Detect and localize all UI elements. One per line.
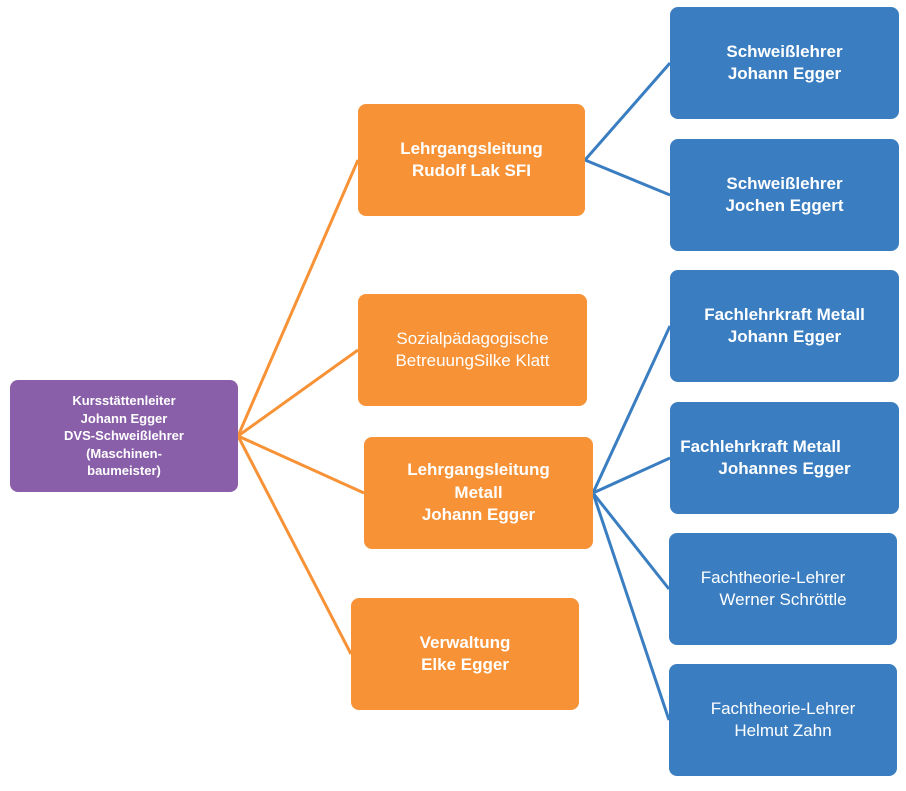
connector-lak-to-schweisslehrer-1 [583, 62, 672, 161]
node-line: Fachlehrkraft Metall [704, 304, 865, 324]
node-line: Johannes Egger [718, 459, 851, 478]
connector-lak-to-schweisslehrer-2 [584, 158, 671, 197]
root-line-5: baumeister) [87, 463, 161, 479]
node-line: Elke Egger [421, 655, 509, 674]
node-line: Werner Schröttle [719, 590, 847, 609]
root-line-3: DVS-Schweißlehrer [64, 428, 184, 444]
node-line: Lehrgangsleitung [407, 460, 550, 480]
node-line: Fachlehrkraft Metall [680, 436, 841, 456]
connector-metall-to-fachtheorie-2 [591, 492, 671, 721]
root-line-1: Kursstättenleiter [72, 393, 176, 409]
orange-connectors [236, 159, 365, 655]
root-line-2: Johann Egger [80, 410, 168, 426]
node-line: Helmut Zahn [734, 721, 832, 740]
node-line: Schweißlehrer [726, 41, 843, 61]
node-lehrgangsleitung-metall: Lehrgangsleitung Metall Johann Egger [364, 437, 593, 549]
connector-metall-to-fachlehrkraft-1 [591, 325, 672, 494]
node-line: Jochen Eggert [725, 196, 844, 215]
connector-root-to-verwaltung [236, 435, 353, 655]
connector-root-to-sozialpaedagogische [237, 348, 359, 438]
node-schweisslehrer-johann-egger: Schweißlehrer Johann Egger [670, 7, 899, 119]
blue-connectors [583, 62, 672, 721]
node-line: Johann Egger [421, 505, 536, 525]
node-line: Verwaltung [419, 632, 511, 652]
root-node-kursstaettenleiter: Kursstättenleiter Johann Egger DVS-Schwe… [10, 380, 238, 492]
root-line-4: (Maschinen- [86, 445, 162, 461]
node-lehrgangsleitung-lak: Lehrgangsleitung Rudolf Lak SFI [358, 104, 585, 216]
connector-root-to-lehrgangsleitung [236, 159, 360, 437]
node-line: BetreuungSilke Klatt [395, 351, 550, 370]
node-line: Metall [454, 482, 503, 502]
node-schweisslehrer-jochen-eggert: Schweißlehrer Jochen Eggert [670, 139, 899, 251]
node-line: Rudolf Lak SFI [412, 161, 531, 180]
connector-root-to-lehrgangsleitung-metall [237, 434, 365, 495]
node-line: Johann Egger [727, 327, 842, 346]
node-sozialpaedagogische-betreuung: Sozialpädagogische BetreuungSilke Klatt [358, 294, 587, 406]
node-fachtheorie-helmut-zahn: Fachtheorie-Lehrer Helmut Zahn [669, 664, 897, 776]
node-fachtheorie-werner-schroettle: Fachtheorie-Lehrer Werner Schröttle [669, 533, 897, 645]
node-fachlehrkraft-johann-egger: Fachlehrkraft Metall Johann Egger [670, 270, 899, 382]
connector-metall-to-fachtheorie-1 [591, 492, 671, 590]
node-line: Lehrgangsleitung [400, 138, 543, 158]
node-line: Schweißlehrer [726, 173, 843, 193]
node-line: Fachtheorie-Lehrer [710, 698, 856, 718]
connector-metall-to-fachlehrkraft-2 [592, 456, 671, 495]
node-line: Sozialpädagogische [396, 328, 549, 348]
node-line: Johann Egger [727, 64, 842, 83]
node-verwaltung: Verwaltung Elke Egger [351, 598, 579, 710]
node-fachlehrkraft-johannes-egger: Fachlehrkraft Metall Johannes Egger [670, 402, 899, 514]
node-line: Fachtheorie-Lehrer [700, 567, 846, 587]
